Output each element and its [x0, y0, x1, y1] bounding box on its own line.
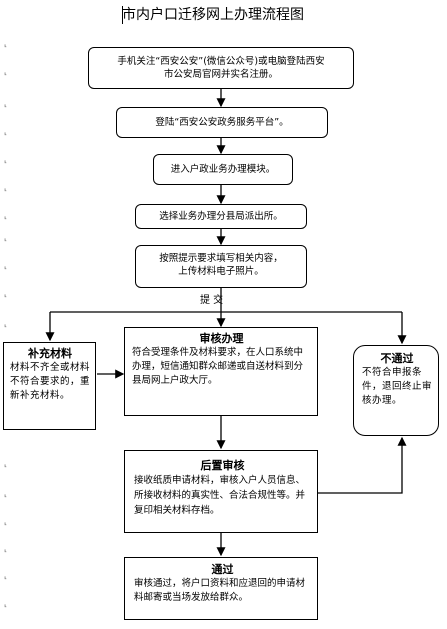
step-fill-upload: 按照提示要求填写相关内容， 上传材料电子照片。	[135, 245, 307, 288]
paragraph-mark: ⸤	[4, 233, 8, 242]
pass-body: 审核通过，将户口资料和应退回的申请材料邮寄或当场发放给群众。	[134, 578, 306, 603]
paragraph-mark: ⸤	[4, 459, 8, 468]
post-review-body: 接收纸质申请材料，审核入户人员信息、所接收材料的真实性、合法合规性等。并复印相关…	[134, 475, 306, 516]
fail-box: 不通过 不符合申报条件，退回终止审核办理。	[353, 345, 439, 436]
step-module-text: 进入户政业务办理模块。	[170, 164, 276, 175]
post-review-box: 后置审核 接收纸质申请材料，审核入户人员信息、所接收材料的真实性、合法合规性等。…	[124, 450, 318, 533]
paragraph-mark: ⸤	[4, 211, 8, 220]
paragraph-mark: ⸤	[4, 319, 8, 328]
fail-title: 不通过	[380, 352, 414, 365]
paragraph-mark: ⸤	[4, 489, 8, 498]
paragraph-mark: ⸤	[4, 39, 8, 48]
paragraph-mark: ⸤	[4, 571, 8, 580]
step-register-line1: 手机关注“西安公安”(微信公众号)或电脑登陆西安	[117, 56, 325, 67]
paragraph-mark: ⸤	[4, 599, 8, 608]
paragraph-mark: ⸤	[4, 289, 8, 298]
paragraph-mark: ⸤	[4, 127, 8, 136]
supplement-title: 补充材料	[28, 347, 72, 360]
paragraph-mark: ⸤	[4, 155, 8, 164]
diagram-title: 市内户口迁移网上办理流程图	[122, 6, 304, 24]
fail-body: 不符合申报条件，退回终止审核办理。	[362, 367, 433, 406]
step-choose-station: 选择业务办理分县局派出所。	[135, 204, 307, 229]
review-box: 审核办理 符合受理条件及材料要求，在人口系统中办理，短信通知群众邮递或自送材料到…	[124, 327, 318, 416]
title-text: 市内户口迁移网上办理流程图	[122, 7, 304, 23]
post-review-title: 后置审核	[200, 459, 245, 472]
paragraph-mark: ⸤	[4, 99, 8, 108]
paragraph-mark: ⸤	[4, 544, 8, 553]
paragraph-mark: ⸤	[4, 261, 8, 270]
pass-title: 通过	[211, 563, 234, 576]
paragraph-mark: ⸤	[4, 183, 8, 192]
step-choose-station-text: 选择业务办理分县局派出所。	[159, 211, 283, 222]
supplement-body: 材料不齐全或材料不符合要求的，重新补充材料。	[10, 362, 91, 401]
supplement-box: 补充材料 材料不齐全或材料不符合要求的，重新补充材料。	[3, 342, 96, 430]
step-register-line2: 市公安局官网并实名注册。	[163, 69, 278, 80]
step-module: 进入户政业务办理模块。	[153, 154, 293, 185]
submit-label: 提 交	[200, 295, 224, 306]
text-cursor	[122, 6, 123, 24]
paragraph-mark: ⸤	[4, 517, 8, 526]
step-register: 手机关注“西安公安”(微信公众号)或电脑登陆西安 市公安局官网并实名注册。	[88, 47, 354, 89]
paragraph-mark: ⸤	[4, 67, 8, 76]
step-login: 登陆“西安公安政务服务平台”。	[116, 107, 328, 138]
pass-box: 通过 审核通过，将户口资料和应退回的申请材料邮寄或当场发放给群众。	[124, 557, 318, 620]
review-body: 符合受理条件及材料要求，在人口系统中办理，短信通知群众邮递或自送材料到分县局网上…	[132, 347, 304, 386]
review-title: 审核办理	[199, 332, 244, 345]
arrow-post-review-to-fail	[318, 436, 407, 494]
step-login-text: 登陆“西安公安政务服务平台”。	[155, 117, 289, 128]
step-fill-upload-line2: 上传材料电子照片。	[178, 266, 264, 277]
step-fill-upload-line1: 按照提示要求填写相关内容，	[159, 253, 283, 264]
